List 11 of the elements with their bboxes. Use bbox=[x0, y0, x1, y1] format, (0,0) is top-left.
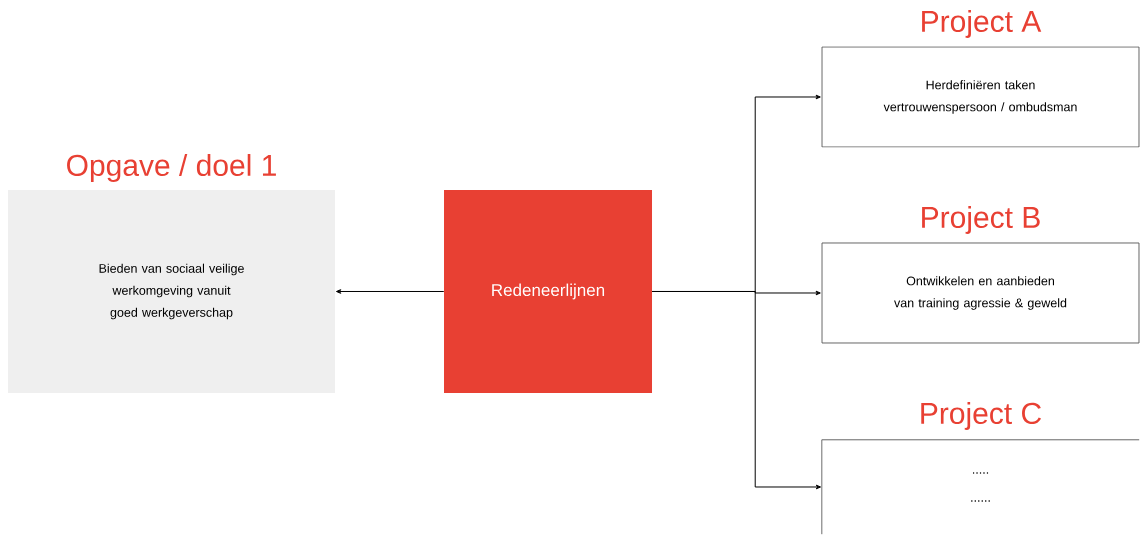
project-box: ..... ...... bbox=[821, 439, 1140, 535]
heading: Opgave / doel 1 bbox=[67, 154, 276, 182]
reasoning-box: Redeneerlijnen bbox=[444, 190, 652, 393]
heading: Project A bbox=[922, 10, 1042, 38]
goal-box: Bieden van sociaal veilige werkomgeving vanuit goed werkgeverschap bbox=[8, 190, 335, 393]
project-box: Herdefiniëren taken vertrouwenspersoon / ombudsman bbox=[821, 46, 1140, 148]
arrow bbox=[651, 291, 822, 490]
heading: Project B bbox=[922, 206, 1040, 234]
heading: Project C bbox=[921, 402, 1041, 430]
project-box: Ontwikkelen en aanbieden van training agressie & geweld bbox=[821, 242, 1140, 344]
arrow bbox=[336, 289, 445, 294]
